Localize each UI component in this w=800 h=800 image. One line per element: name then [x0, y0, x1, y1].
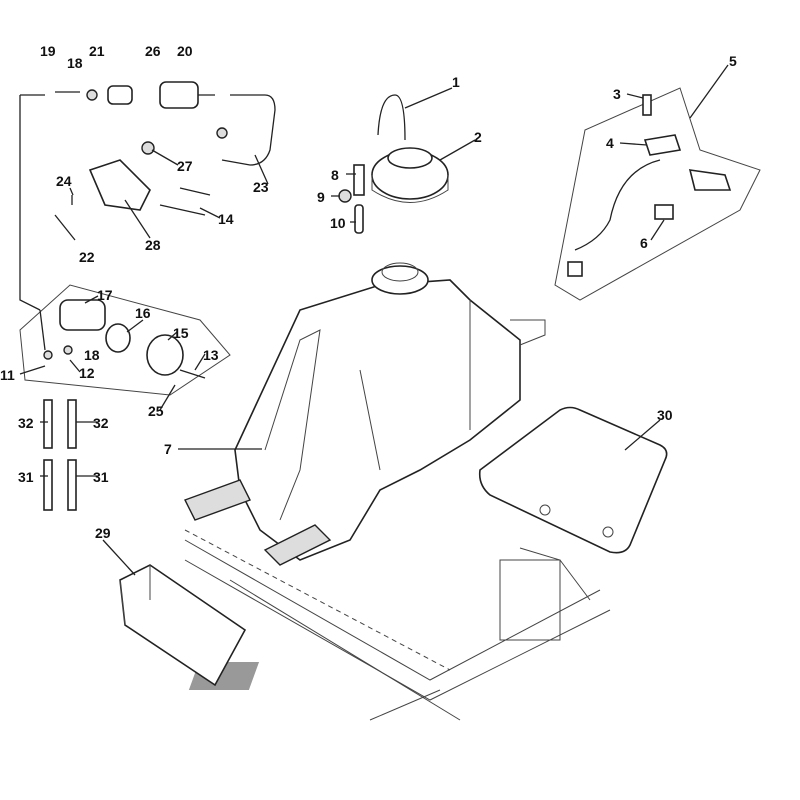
callout-23: 23: [253, 179, 269, 195]
callout-11: 11: [0, 367, 15, 383]
callout-6: 6: [640, 235, 648, 251]
callout-25: 25: [148, 403, 164, 419]
vent-valve: [338, 164, 365, 234]
callout-7: 7: [164, 441, 172, 457]
callout-16: 16: [135, 305, 151, 321]
callout-22: 22: [79, 249, 95, 265]
callout-13: 13: [203, 347, 219, 363]
callout-18-top: 18: [67, 55, 83, 71]
callout-5: 5: [729, 53, 737, 69]
callout-28: 28: [145, 237, 161, 253]
fuel-lines-group: [19, 81, 276, 311]
callout-29: 29: [95, 525, 111, 541]
fuel-valve-group: [554, 87, 761, 301]
callout-21: 21: [89, 43, 105, 59]
callout-2: 2: [474, 129, 482, 145]
leader-lines: [19, 64, 729, 576]
callout-1: 1: [452, 74, 460, 90]
callout-10: 10: [330, 215, 346, 231]
fuel-cap: [371, 94, 449, 203]
springs-and-rods: [43, 399, 77, 511]
callout-31-left: 31: [18, 469, 34, 485]
callout-17: 17: [97, 287, 113, 303]
callout-24: 24: [56, 173, 72, 189]
callout-9: 9: [317, 189, 325, 205]
callout-15: 15: [173, 325, 189, 341]
callout-12: 12: [79, 365, 95, 381]
fuel-tank: [184, 262, 546, 566]
callout-27: 27: [177, 158, 193, 174]
callout-32-right: 32: [93, 415, 109, 431]
callout-30: 30: [657, 407, 673, 423]
callout-19: 19: [40, 43, 56, 59]
fuel-pump-group: [19, 284, 231, 396]
callout-31-right: 31: [93, 469, 109, 485]
callout-8: 8: [331, 167, 339, 183]
callout-3: 3: [613, 86, 621, 102]
callout-26: 26: [145, 43, 161, 59]
callout-32-left: 32: [18, 415, 34, 431]
frame-rails: [184, 529, 611, 721]
tank-pad: [478, 406, 668, 554]
callout-14: 14: [218, 211, 234, 227]
callout-20: 20: [177, 43, 193, 59]
callout-4: 4: [606, 135, 614, 151]
callout-18-pump: 18: [84, 347, 100, 363]
